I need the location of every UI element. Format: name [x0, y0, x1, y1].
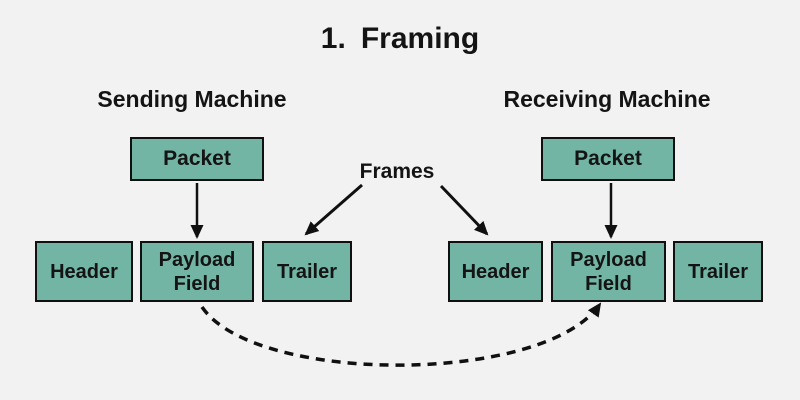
receiving-header-box: Header: [448, 241, 543, 302]
frames-arrow-right-icon: [439, 184, 489, 236]
sending-payload-field-label: Payload Field: [158, 248, 236, 295]
receiving-payload-field-box: Payload Field: [551, 241, 666, 302]
receiving-trailer-label: Trailer: [687, 260, 749, 283]
frames-label: Frames: [359, 160, 435, 183]
page-title: 1. Framing: [0, 22, 800, 56]
sending-packet-label: Packet: [163, 147, 231, 170]
sending-payload-field-box: Payload Field: [140, 241, 254, 302]
sending-header-box: Header: [35, 241, 133, 302]
sending-trailer-box: Trailer: [262, 241, 352, 302]
receiving-trailer-box: Trailer: [673, 241, 763, 302]
sending-header-label: Header: [50, 260, 118, 283]
receiving-packet-label: Packet: [574, 147, 642, 170]
sending-trailer-label: Trailer: [276, 260, 338, 283]
sending-machine-label: Sending Machine: [97, 86, 287, 112]
payload-transfer-dashed-arrow-icon: [200, 302, 602, 367]
sending-packet-box: Packet: [130, 137, 264, 181]
receiving-header-label: Header: [461, 260, 530, 283]
receiving-packet-box: Packet: [541, 137, 675, 181]
receiving-machine-label: Receiving Machine: [503, 86, 711, 112]
title-number: 1.: [320, 22, 346, 55]
title-text: Framing: [360, 22, 480, 55]
receiving-payload-field-label: Payload Field: [570, 248, 647, 295]
frames-arrow-left-icon: [304, 183, 363, 236]
